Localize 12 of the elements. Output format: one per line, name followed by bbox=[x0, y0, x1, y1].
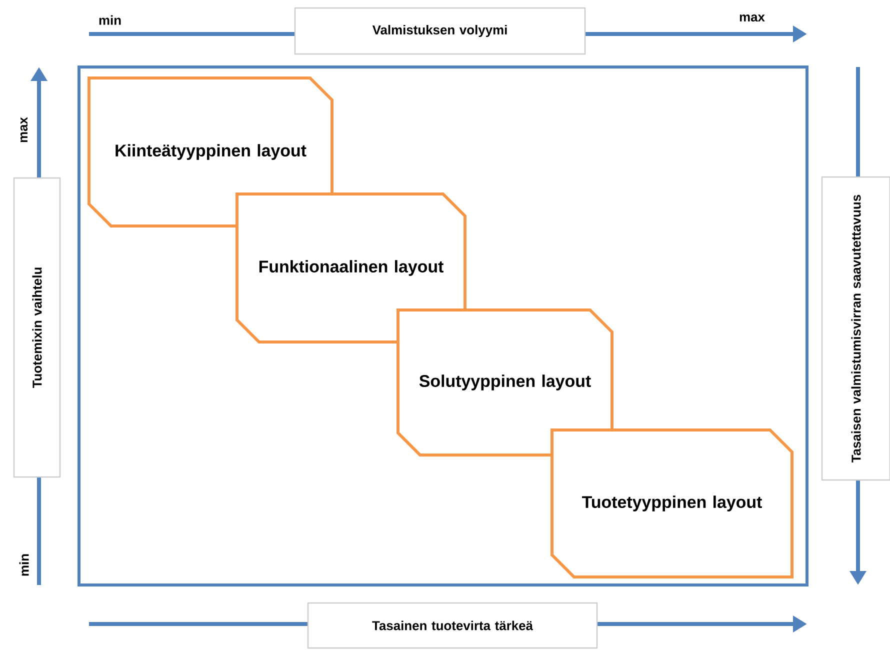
axis-label-box: Tasaisen valmistumisvirran saavutettavuus bbox=[821, 176, 890, 481]
axis-end-label: max bbox=[20, 117, 28, 142]
axis-end-label: min bbox=[99, 15, 121, 25]
layout-box: Kiinteätyyppinen layout bbox=[88, 76, 334, 228]
layout-box: Tuotetyyppinen layout bbox=[550, 428, 794, 578]
axis-label-box: Tuotemixin vaihtelu bbox=[13, 177, 61, 478]
axis-label-box: Valmistuksen volyymi bbox=[294, 7, 586, 55]
axis-end-label: max bbox=[740, 14, 765, 22]
axis-end-label: min bbox=[19, 554, 29, 576]
axis-label-box: Tasainen tuotevirta tärkeä bbox=[307, 602, 598, 649]
layout-box: Solutyyppinen layout bbox=[396, 308, 614, 456]
layout-box: Funktionaalinen layout bbox=[236, 192, 466, 344]
